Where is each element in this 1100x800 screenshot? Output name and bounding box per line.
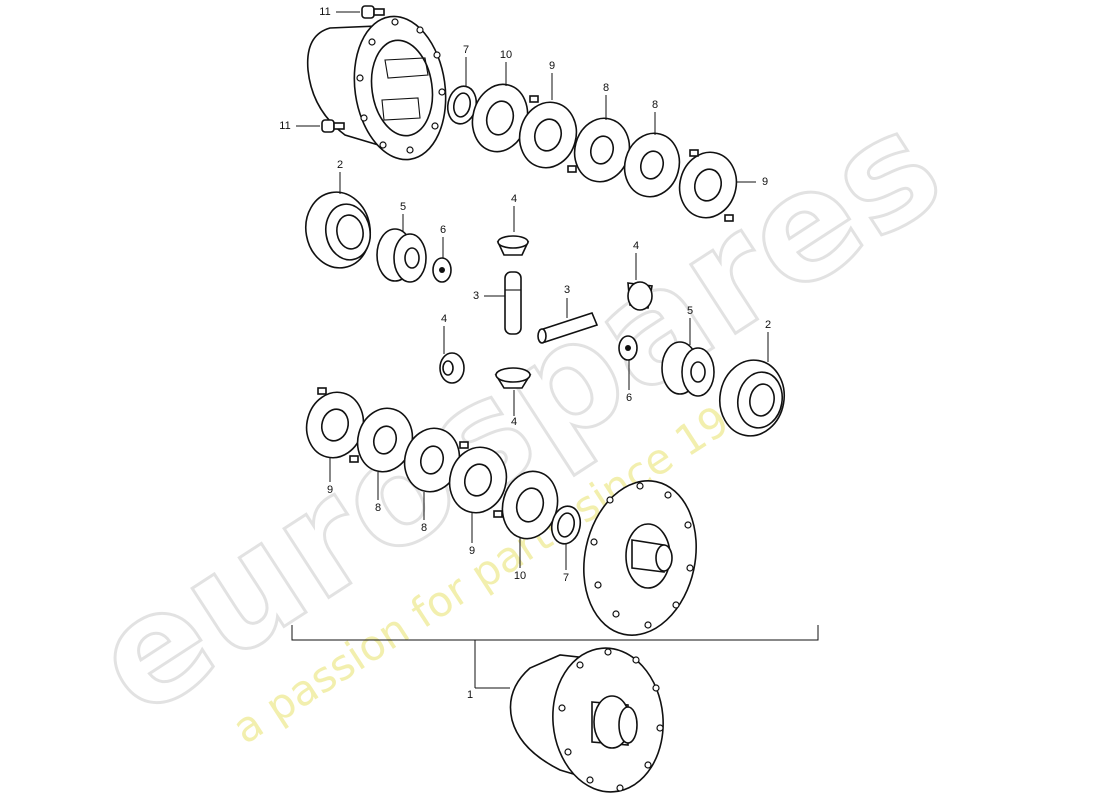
callout-9: 9 <box>327 484 333 496</box>
callout-11: 11 <box>279 120 290 132</box>
watermark: eurospares a passion for parts since 198… <box>63 75 973 753</box>
side-gear-5-left <box>376 228 427 283</box>
friction-disc-9-right <box>678 149 738 222</box>
housing-half-bottom <box>583 480 697 636</box>
callout-8: 8 <box>375 502 381 514</box>
friction-disc-8-top-b <box>623 132 681 198</box>
leader-lines <box>296 11 769 570</box>
friction-disc-9-bottom-left <box>305 387 365 463</box>
watermark-brand: eurospares <box>65 77 972 750</box>
pressure-ring-2-left <box>305 191 372 269</box>
pinion-gear-4-top <box>496 235 530 256</box>
thrust-washer-7-top <box>446 85 478 125</box>
side-gear-5-right <box>661 341 715 397</box>
pinion-shaft-3-vertical <box>504 271 522 335</box>
callout-10: 10 <box>514 570 526 582</box>
callout-2: 2 <box>337 159 343 171</box>
callout-4: 4 <box>511 193 517 205</box>
callout-2: 2 <box>765 319 771 331</box>
assembly-bracket <box>291 625 819 689</box>
callout-6: 6 <box>440 224 446 236</box>
callout-3: 3 <box>564 284 570 296</box>
callout-9: 9 <box>549 60 555 72</box>
callout-10: 10 <box>500 49 512 61</box>
friction-disc-8-bottom-a <box>356 407 414 473</box>
pinion-gear-4-bottom <box>494 367 532 389</box>
pinion-washer-6-right <box>618 335 638 361</box>
pinion-gear-4-left <box>439 352 465 384</box>
callout-11: 11 <box>319 6 330 18</box>
housing-half-top <box>306 15 447 161</box>
callout-6: 6 <box>626 392 632 404</box>
friction-disc-9-bottom <box>448 441 508 518</box>
thrust-washer-7-bottom <box>550 505 582 545</box>
callout-8: 8 <box>603 82 609 94</box>
differential-assembly-1 <box>509 647 664 793</box>
screw-11-bottom <box>321 119 345 133</box>
callout-5: 5 <box>400 201 406 213</box>
callout-9: 9 <box>762 176 768 188</box>
screw-11-top <box>361 5 385 19</box>
callout-7: 7 <box>563 572 569 584</box>
friction-disc-9-top <box>518 95 578 173</box>
callout-4: 4 <box>511 416 517 428</box>
callout-5: 5 <box>687 305 693 317</box>
pinion-gear-4-right <box>627 281 653 311</box>
friction-disc-8-bottom-b <box>403 427 461 493</box>
callouts: 11 11 7 10 9 8 8 9 2 5 6 4 4 3 3 4 5 2 6… <box>279 6 771 701</box>
callout-9: 9 <box>469 545 475 557</box>
pinion-washer-6-left <box>432 257 452 283</box>
callout-8: 8 <box>421 522 427 534</box>
callout-4: 4 <box>441 313 447 325</box>
callout-7: 7 <box>463 44 469 56</box>
callout-1: 1 <box>467 689 473 701</box>
callout-4: 4 <box>633 240 639 252</box>
callout-3: 3 <box>473 290 479 302</box>
friction-disc-8-top-a <box>573 117 631 183</box>
pressure-ring-2-right <box>719 359 785 437</box>
pinion-shaft-3-diagonal <box>537 312 599 344</box>
callout-8: 8 <box>652 99 658 111</box>
thrust-washer-10-bottom <box>501 470 559 540</box>
